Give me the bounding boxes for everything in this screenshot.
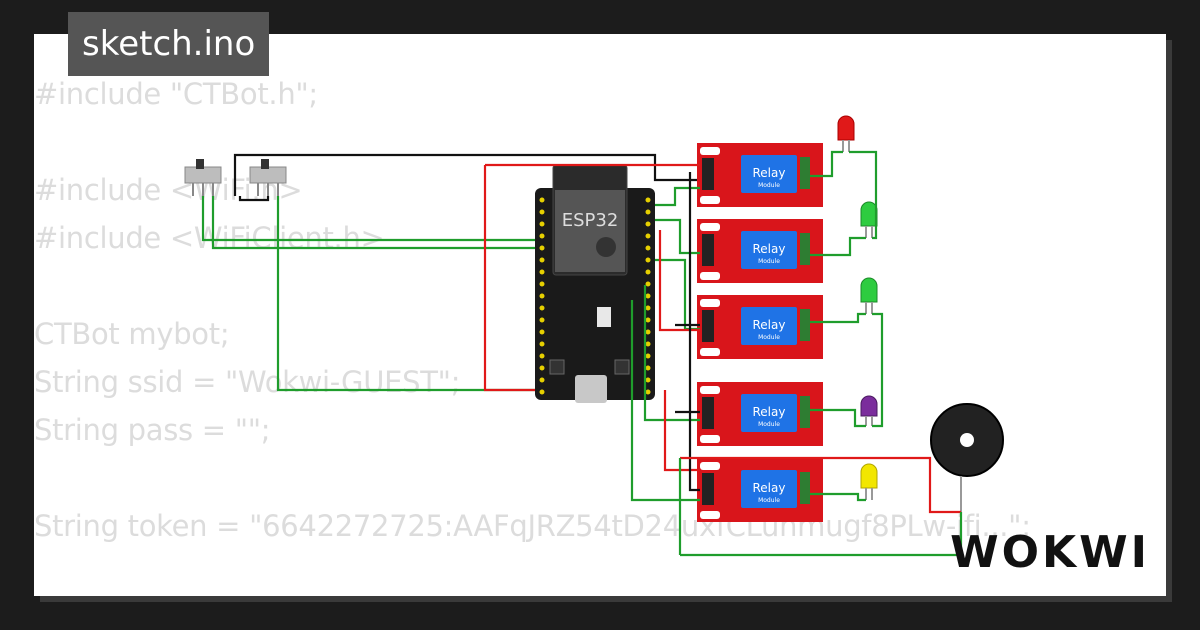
relay-title: Relay bbox=[753, 318, 786, 332]
buzzer-wires bbox=[678, 456, 963, 557]
code-line: String ssid = "Wokwi-GUEST"; bbox=[34, 365, 461, 399]
led-purple[interactable] bbox=[860, 395, 878, 426]
code-line: String pass = ""; bbox=[34, 413, 271, 447]
esp32-board[interactable]: ESP32 bbox=[535, 164, 655, 403]
relay-module-1[interactable]: Relay Module bbox=[697, 143, 823, 207]
led-yellow[interactable] bbox=[860, 463, 878, 500]
relay-module-5[interactable]: Relay Module bbox=[697, 458, 823, 522]
relay-subtitle: Module bbox=[758, 334, 780, 341]
relay-subtitle: Module bbox=[758, 258, 780, 265]
relay-module-3[interactable]: Relay Module bbox=[697, 295, 823, 359]
relay-title: Relay bbox=[753, 242, 786, 256]
led-green-2[interactable] bbox=[860, 277, 878, 314]
relay-subtitle: Module bbox=[758, 421, 780, 428]
relay-module-2[interactable]: Relay Module bbox=[697, 219, 823, 283]
code-line: String token = "6642272725:AAFqJRZ54tD24… bbox=[34, 509, 1031, 543]
sketch-file-title: sketch.ino bbox=[68, 12, 270, 76]
relay-subtitle: Module bbox=[758, 182, 780, 189]
code-line: #include "CTBot.h"; bbox=[34, 77, 318, 111]
slide-switch-1[interactable] bbox=[184, 159, 222, 196]
relay-title: Relay bbox=[753, 481, 786, 495]
relay-wires bbox=[483, 163, 700, 502]
code-line: CTBot mybot; bbox=[34, 317, 230, 351]
relay-title: Relay bbox=[753, 166, 786, 180]
led-wires bbox=[810, 150, 884, 502]
relay-title: Relay bbox=[753, 405, 786, 419]
slide-switch-2[interactable] bbox=[249, 159, 287, 196]
esp32-label: ESP32 bbox=[562, 210, 619, 231]
relay-subtitle: Module bbox=[758, 497, 780, 504]
led-green-1[interactable] bbox=[860, 201, 878, 238]
led-red[interactable] bbox=[837, 115, 855, 152]
relay-module-4[interactable]: Relay Module bbox=[697, 382, 823, 446]
wokwi-logo: WOKWI bbox=[950, 527, 1150, 578]
buzzer[interactable] bbox=[930, 403, 1004, 512]
